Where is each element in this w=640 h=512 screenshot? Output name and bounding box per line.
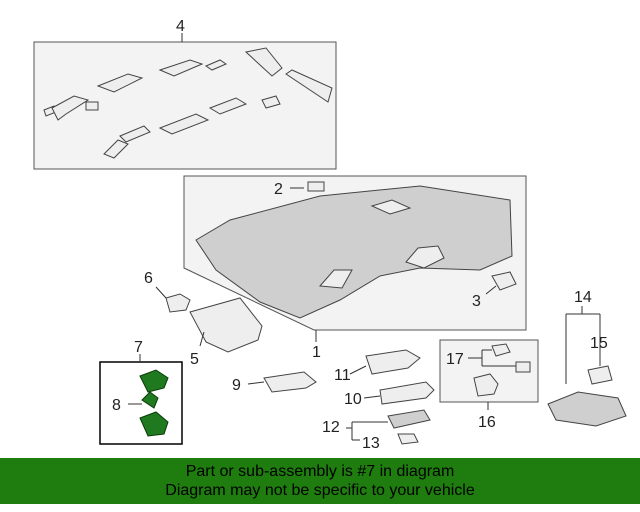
part-11-bracket: [365, 349, 421, 375]
part-16-lamp: [473, 373, 499, 397]
part-rail: [96, 73, 144, 93]
leader-3: [485, 285, 497, 295]
callout-6[interactable]: 6: [144, 270, 153, 287]
part-12-lamp: [387, 409, 431, 429]
leader-14: [565, 306, 601, 384]
callout-13[interactable]: 13: [362, 435, 380, 452]
part-3-lamp: [491, 271, 517, 291]
group-4-parts: [43, 47, 333, 159]
part-trim: [244, 47, 283, 77]
callout-9[interactable]: 9: [232, 377, 241, 394]
part-17-socket: [515, 361, 531, 373]
part-9-grip: [263, 371, 317, 393]
callout-4[interactable]: 4: [176, 18, 185, 35]
leader-17: [468, 349, 516, 367]
parts-diagram: 4 2 1 3 6 5 7 8 9: [33, 18, 627, 452]
callout-1[interactable]: 1: [312, 344, 321, 361]
callout-12[interactable]: 12: [322, 419, 340, 436]
part-14-console: [547, 391, 627, 427]
callout-2[interactable]: 2: [274, 181, 283, 198]
leader-9: [247, 381, 265, 385]
leader-10: [363, 395, 381, 399]
banner-line-1: Part or sub-assembly is #7 in diagram: [185, 463, 455, 480]
part-7-upper: [139, 369, 169, 393]
callout-17[interactable]: 17: [446, 351, 464, 368]
part-7-lower: [139, 411, 169, 437]
part-bracket-3: [208, 97, 248, 115]
callout-15[interactable]: 15: [590, 335, 608, 352]
notice-banner: Part or sub-assembly is #7 in diagram Di…: [0, 458, 640, 504]
part-bracket: [51, 95, 90, 121]
part-2-pad: [307, 181, 325, 192]
part-rail-2: [158, 59, 204, 77]
callout-16[interactable]: 16: [478, 414, 496, 431]
callout-10[interactable]: 10: [344, 391, 362, 408]
part-17-bulb: [491, 343, 511, 357]
part-10-grip: [379, 381, 435, 405]
leader-12: [346, 421, 388, 441]
part-clip-3: [261, 95, 281, 109]
callout-8[interactable]: 8: [112, 397, 121, 414]
part-5-visor: [189, 297, 263, 353]
headliner-cutout-2: [318, 269, 353, 289]
leader-11: [349, 365, 367, 375]
callout-11[interactable]: 11: [334, 367, 351, 384]
part-clip-2: [103, 139, 129, 159]
headliner-cutout: [405, 245, 445, 269]
part-15-lens: [587, 365, 613, 385]
sunroof-opening: [370, 199, 412, 215]
part-nut: [85, 101, 99, 111]
part-trim-2: [285, 69, 333, 103]
callout-14[interactable]: 14: [574, 289, 592, 306]
callout-3[interactable]: 3: [472, 293, 481, 310]
part-rail-3: [158, 113, 210, 135]
headliner-panel: [195, 185, 513, 319]
callout-7[interactable]: 7: [134, 339, 143, 356]
leader-5: [199, 331, 205, 347]
part-bracket-2: [119, 125, 151, 143]
part-connector: [204, 59, 228, 71]
banner-line-2: Diagram may not be specific to your vehi…: [165, 482, 475, 499]
callout-5[interactable]: 5: [190, 351, 199, 368]
part-13-bulb: [397, 433, 419, 445]
part-6-clip: [165, 293, 191, 313]
part-8-clip: [141, 391, 159, 409]
leader-6: [155, 286, 167, 299]
